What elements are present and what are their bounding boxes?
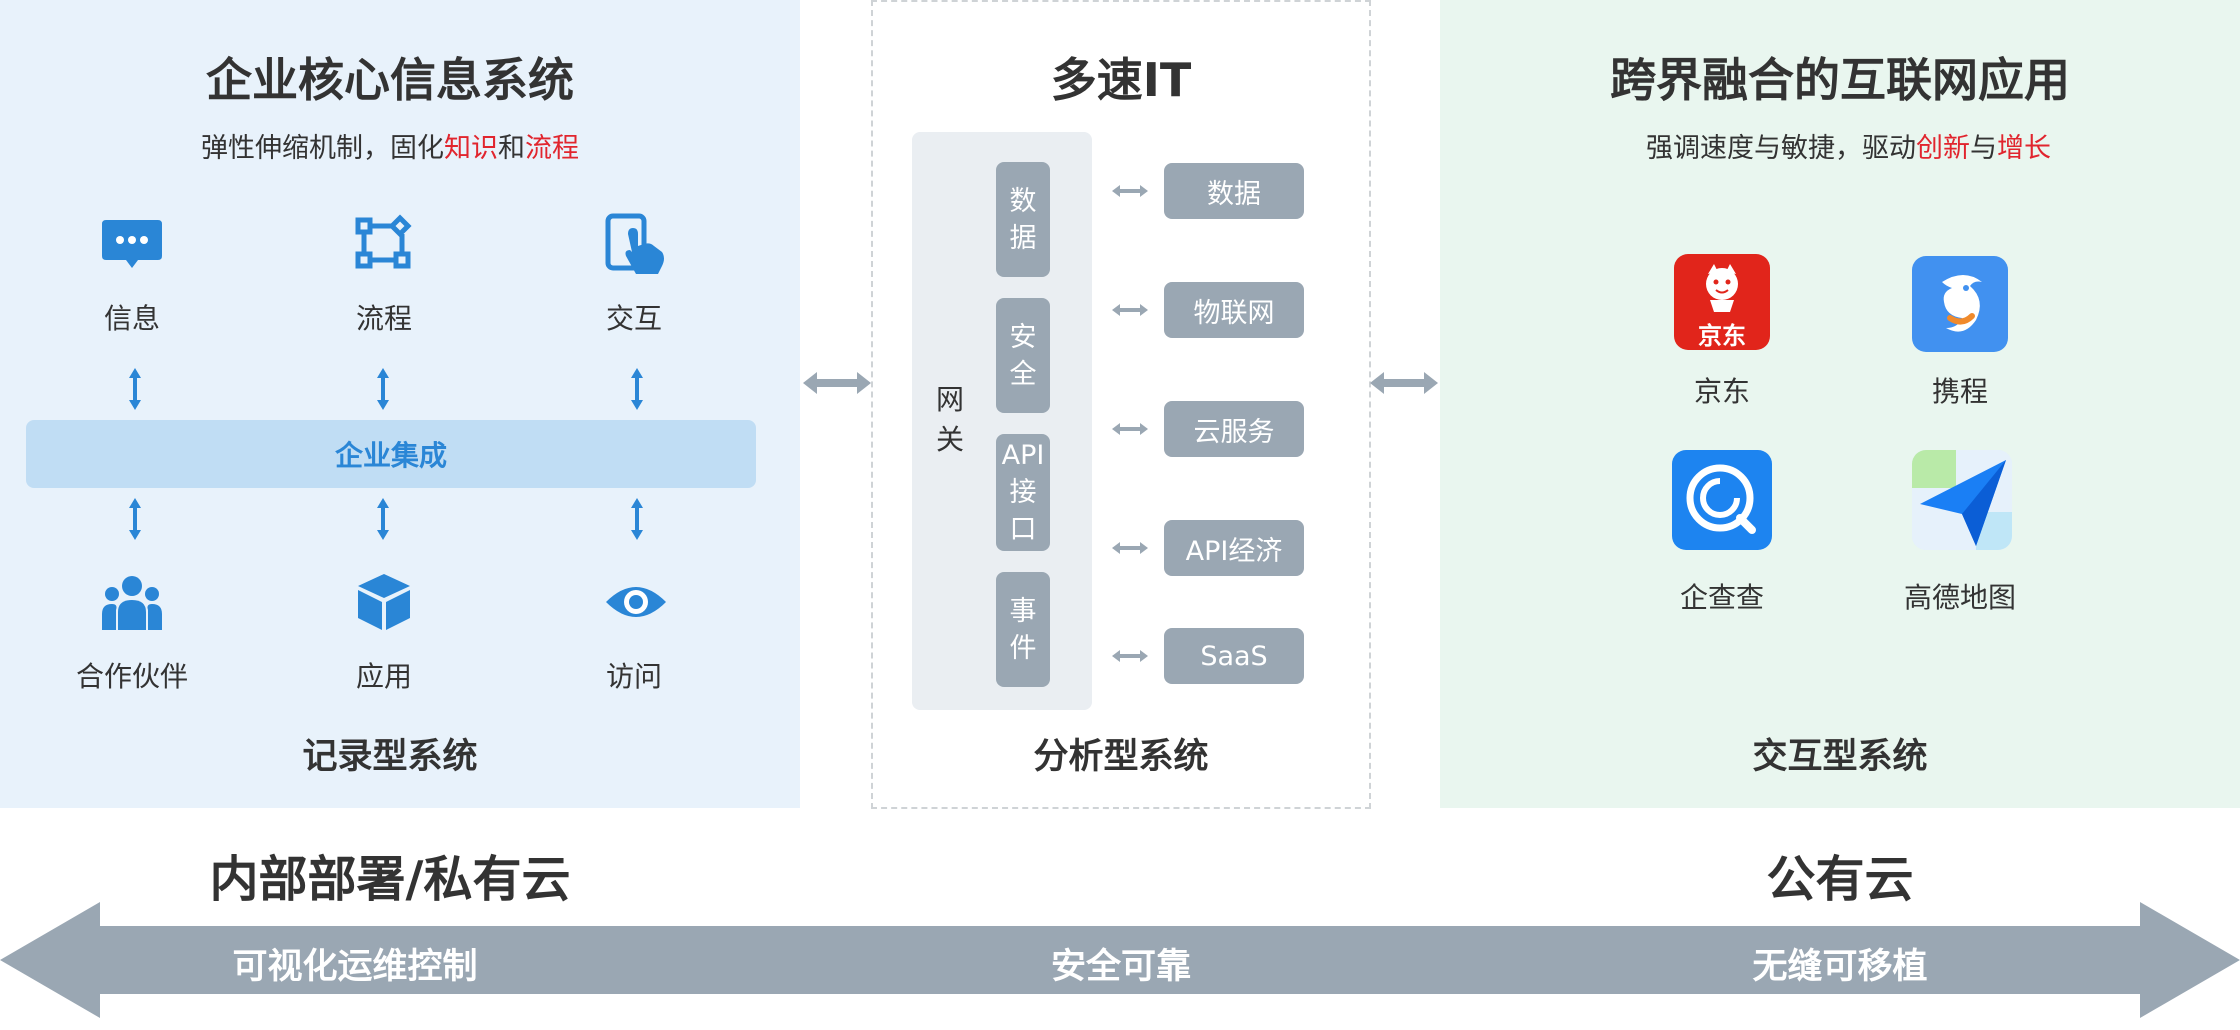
interaction-system-label: 交互型系统 xyxy=(1752,737,1928,777)
panel-connector-arrow-icon xyxy=(801,370,873,396)
vertical-arrow-icon xyxy=(375,496,391,542)
gateway-api-char: 口 xyxy=(1009,514,1037,545)
left-subtitle-text-2: 和 xyxy=(498,133,525,164)
gateway-data-char: 据 xyxy=(1009,222,1037,254)
service-cloud: 云服务 xyxy=(1164,401,1304,457)
double-arrow-icon xyxy=(1110,183,1150,199)
touch-icon xyxy=(604,212,668,276)
service-api-economy: API经济 xyxy=(1164,520,1304,576)
analysis-system-label: 分析型系统 xyxy=(1033,737,1209,777)
right-subtitle-text-2: 与 xyxy=(1970,133,1997,164)
vertical-arrow-icon xyxy=(629,496,645,542)
right-title: 跨界融合的互联网应用 xyxy=(1610,53,2070,107)
double-arrow-icon xyxy=(1110,302,1150,318)
left-title: 企业核心信息系统 xyxy=(206,53,574,107)
flow-icon xyxy=(352,212,416,276)
left-subtitle-highlight-1: 知识 xyxy=(444,133,498,164)
vertical-arrow-icon xyxy=(127,366,143,412)
vertical-arrow-icon xyxy=(127,496,143,542)
enterprise-integration-bar: 企业集成 xyxy=(26,420,756,488)
gateway-event-char: 事 xyxy=(1009,595,1037,627)
process-label: 流程 xyxy=(355,302,412,335)
panel-connector-arrow-icon xyxy=(1368,370,1440,396)
right-subtitle-highlight-2: 增长 xyxy=(1997,133,2051,164)
record-system-label: 记录型系统 xyxy=(302,737,478,777)
jd-logo-icon xyxy=(1674,254,1770,350)
access-label: 访问 xyxy=(605,660,662,693)
gateway-event-block: 事 件 xyxy=(996,572,1050,687)
band-center-text: 安全可靠 xyxy=(1050,947,1191,987)
gateway-label-text: 网关 xyxy=(935,383,964,456)
jd-label: 京东 xyxy=(1693,375,1750,408)
vertical-arrow-icon xyxy=(375,366,391,412)
service-saas: SaaS xyxy=(1164,628,1304,684)
right-subtitle-highlight-1: 创新 xyxy=(1916,133,1970,164)
double-arrow-icon xyxy=(1110,648,1150,664)
gateway-security-char: 安 xyxy=(1009,321,1037,353)
chat-icon xyxy=(100,212,164,276)
qichacha-logo-icon xyxy=(1672,450,1772,550)
info-label: 信息 xyxy=(103,302,160,335)
gateway-api-char: 接 xyxy=(1009,477,1037,508)
eye-icon xyxy=(604,570,668,634)
partner-label: 合作伙伴 xyxy=(75,660,188,693)
left-subtitle-highlight-2: 流程 xyxy=(525,133,579,164)
vertical-arrow-icon xyxy=(629,366,645,412)
band-right-text: 无缝可移植 xyxy=(1752,947,1928,987)
application-label: 应用 xyxy=(355,660,412,693)
interaction-label: 交互 xyxy=(605,302,662,335)
left-subtitle-text: 弹性伸缩机制，固化 xyxy=(201,133,444,164)
double-arrow-icon xyxy=(1110,421,1150,437)
ctrip-logo-icon xyxy=(1912,256,2008,352)
ctrip-label: 携程 xyxy=(1931,375,1988,408)
double-arrow-icon xyxy=(1110,540,1150,556)
band-left-text: 可视化运维控制 xyxy=(232,947,478,987)
service-iot: 物联网 xyxy=(1164,282,1304,338)
right-subtitle-text: 强调速度与敏捷，驱动 xyxy=(1646,133,1916,164)
public-cloud-title: 公有云 xyxy=(1766,851,1914,908)
on-premise-title: 内部部署/私有云 xyxy=(209,851,571,908)
gateway-event-char: 件 xyxy=(1009,632,1037,664)
right-panel xyxy=(1440,0,2240,808)
right-subtitle: 强调速度与敏捷，驱动创新与增长 xyxy=(1646,126,2051,165)
left-subtitle: 弹性伸缩机制，固化知识和流程 xyxy=(0,126,780,165)
gateway-api-char: API xyxy=(1001,440,1045,471)
cube-icon xyxy=(352,570,416,634)
amap-label: 高德地图 xyxy=(1903,581,2016,614)
gateway-security-block: 安 全 xyxy=(996,298,1050,413)
gateway-data-char: 数 xyxy=(1009,185,1037,217)
gateway-security-char: 全 xyxy=(1009,358,1037,390)
gateway-label: 网关 xyxy=(930,380,970,460)
jd-logo-text: 京东 xyxy=(1698,322,1746,350)
gateway-data-block: 数 据 xyxy=(996,162,1050,277)
deployment-spectrum-arrow xyxy=(0,898,2240,1026)
qichacha-label: 企查查 xyxy=(1679,581,1764,614)
service-data: 数据 xyxy=(1164,163,1304,219)
gateway-api-block: API 接 口 xyxy=(996,434,1050,551)
amap-logo-icon xyxy=(1912,450,2012,550)
middle-title: 多速IT xyxy=(1050,53,1192,107)
people-icon xyxy=(100,570,164,634)
